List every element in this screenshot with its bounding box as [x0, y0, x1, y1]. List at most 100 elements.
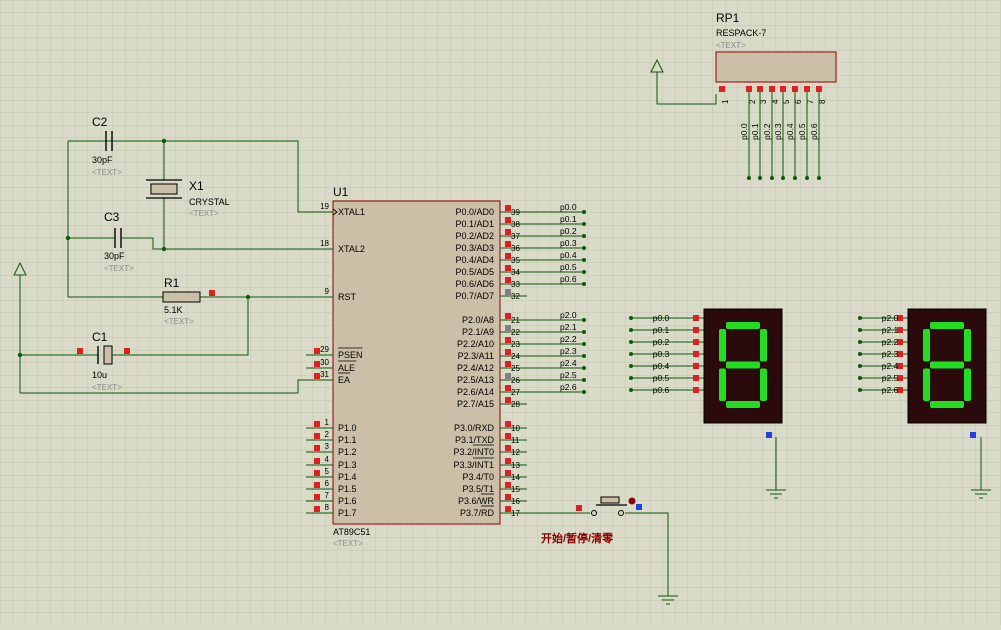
u1-pin-number: 23	[511, 340, 520, 349]
u1-pin-name: P0.0/AD0	[455, 207, 494, 217]
c3-ref: C3	[104, 210, 120, 224]
microcontroller-u1[interactable]: U1 AT89C51 <TEXT>	[332, 185, 501, 548]
u1-pin-number: 7	[325, 491, 330, 500]
display-pin-0[interactable]: p0.0	[629, 313, 704, 323]
display-pin-6[interactable]: p0.6	[629, 385, 704, 395]
rp1-pin-5[interactable]: 5p0.3	[773, 86, 791, 180]
display-pin-5[interactable]: p2.5	[858, 373, 908, 383]
capacitor-c3[interactable]: C3 30pF <TEXT>	[104, 210, 134, 273]
net-label: p0.5	[797, 123, 807, 140]
seven-segment-display-2[interactable]: p2.0 p2.1 p2.2 p2.3 p2.4 p2.5 p2.6	[858, 308, 987, 438]
net-label: p0.2	[653, 337, 670, 347]
rp1-pin-3[interactable]: 3p0.1	[750, 86, 768, 180]
rp1-pin-8[interactable]: 8p0.6	[809, 86, 827, 180]
p0-net-1: p0.1	[527, 214, 586, 226]
display-pin-5[interactable]: p0.5	[629, 373, 704, 383]
net-label: p2.3	[882, 349, 899, 359]
r1-text-placeholder: <TEXT>	[164, 317, 194, 326]
display-pin-4[interactable]: p0.4	[629, 361, 704, 371]
u1-pin-7[interactable]: 7P1.6	[306, 491, 357, 506]
u1-pin-8[interactable]: 8P1.7	[306, 503, 357, 518]
u1-pin-4[interactable]: 4P1.3	[306, 455, 357, 470]
rp1-pin-2[interactable]: 2p0.0	[739, 86, 757, 180]
display-pin-1[interactable]: p0.1	[629, 325, 704, 335]
u1-pin-name: P0.7/AD7	[455, 291, 494, 301]
rp1-pin-6[interactable]: 6p0.4	[785, 86, 803, 180]
u1-pin-5[interactable]: 5P1.4	[306, 467, 357, 482]
display-pin-3[interactable]: p0.3	[629, 349, 704, 359]
seven-segment-display-1[interactable]: p0.0 p0.1 p0.2 p0.3 p0.4 p0.5 p0.6	[629, 308, 783, 438]
u1-pin-6[interactable]: 6P1.5	[306, 479, 357, 494]
display-pin-1[interactable]: p2.1	[858, 325, 908, 335]
display-pin-2[interactable]: p2.2	[858, 337, 908, 347]
u1-pin-3[interactable]: 3P1.2	[306, 442, 357, 457]
push-button-switch[interactable]: 开始/暂停/清零	[541, 496, 642, 545]
net-label: p0.3	[653, 349, 670, 359]
display-seg-f	[923, 329, 930, 362]
resistor-pack-rp1[interactable]: RP1 RESPACK-7 <TEXT>	[715, 11, 837, 83]
capacitor-c2[interactable]: C2 30pF <TEXT>	[68, 115, 122, 177]
u1-pin-number: 29	[320, 345, 329, 354]
c2-value: 30pF	[92, 155, 113, 165]
capacitor-c1[interactable]: C1 10u <TEXT>	[77, 330, 130, 392]
u1-pin-number: 16	[511, 497, 520, 506]
u1-pin-1[interactable]: 1P1.0	[306, 418, 357, 433]
rp1-pin-number: 3	[759, 99, 768, 104]
u1-pin-name: P2.4/A12	[457, 363, 494, 373]
rp1-pin-1[interactable]: 1	[719, 86, 730, 104]
net-label: p0.6	[560, 274, 577, 284]
display-seg-a	[726, 322, 760, 329]
rp1-value: RESPACK-7	[716, 28, 766, 38]
display-pin-6[interactable]: p2.6	[858, 385, 908, 395]
display-pin-0[interactable]: p2.0	[858, 313, 908, 323]
c2-text-placeholder: <TEXT>	[92, 168, 122, 177]
net-label: p0.0	[653, 313, 670, 323]
rp1-pin-7[interactable]: 7p0.5	[797, 86, 815, 180]
resistor-r1[interactable]: R1 5.1K <TEXT>	[162, 276, 215, 326]
u1-pin-number: 11	[511, 436, 520, 445]
u1-pin-2[interactable]: 2P1.1	[306, 430, 357, 445]
u1-pin-name: P0.2/AD2	[455, 231, 494, 241]
net-label: p0.4	[653, 361, 670, 371]
display-common-pin[interactable]	[766, 432, 772, 438]
display-common-pin[interactable]	[970, 432, 976, 438]
crystal-x1[interactable]: X1 CRYSTAL <TEXT>	[146, 179, 230, 218]
display-pin-2[interactable]: p0.2	[629, 337, 704, 347]
u1-pin-name: P3.2/INT0	[453, 447, 494, 457]
rp1-pin-4[interactable]: 4p0.2	[762, 86, 780, 180]
display-pin-3[interactable]: p2.3	[858, 349, 908, 359]
p0-net-0: p0.0	[527, 202, 586, 214]
display-pin-4[interactable]: p2.4	[858, 361, 908, 371]
